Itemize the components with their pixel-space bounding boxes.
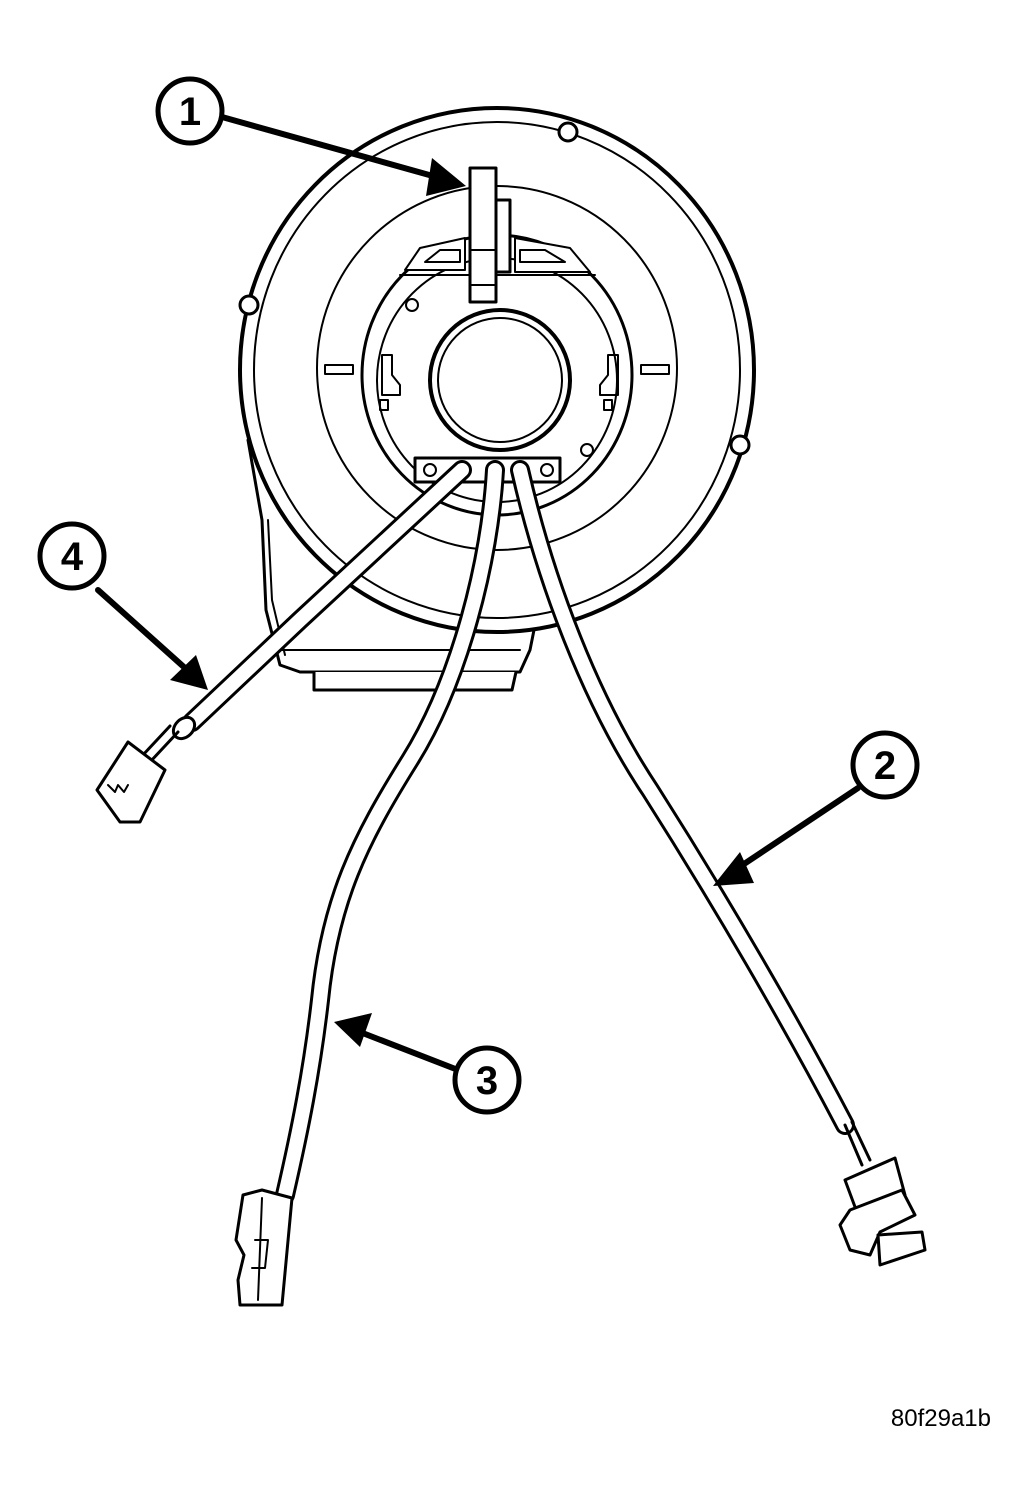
callout-leaders	[95, 114, 861, 1073]
arrowhead-1	[426, 158, 466, 196]
arrowhead-4	[170, 655, 208, 690]
rotor-hub	[360, 233, 634, 517]
callout-1: 1	[155, 76, 225, 146]
mounting-tab-top	[557, 121, 579, 143]
callout-2-label: 2	[874, 744, 896, 788]
callout-1-label: 1	[179, 90, 201, 134]
mounting-tab-right	[729, 434, 751, 456]
callout-4: 4	[37, 521, 107, 591]
connector-2	[838, 1156, 927, 1267]
leader-3	[357, 1029, 461, 1073]
alignment-mark-left	[324, 364, 354, 375]
connector-3	[234, 1188, 294, 1307]
callout-3: 3	[452, 1045, 522, 1115]
arrowhead-2	[713, 852, 754, 886]
callout-2: 2	[850, 730, 920, 800]
figure-id: 80f29a1b	[890, 1405, 991, 1432]
alignment-mark-right	[640, 364, 670, 375]
leader-1	[219, 114, 443, 181]
connector-4	[95, 740, 167, 824]
callout-3-label: 3	[476, 1059, 498, 1103]
mounting-tab-left	[238, 294, 260, 316]
locking-tab	[468, 166, 512, 304]
center-bore	[428, 308, 572, 452]
pigtail-2	[510, 460, 927, 1267]
pigtail-4	[95, 460, 472, 824]
callout-4-label: 4	[61, 535, 84, 579]
pigtail-3	[234, 460, 505, 1307]
leader-2	[732, 785, 861, 873]
leader-4	[95, 587, 188, 671]
arrowhead-3	[334, 1013, 372, 1047]
